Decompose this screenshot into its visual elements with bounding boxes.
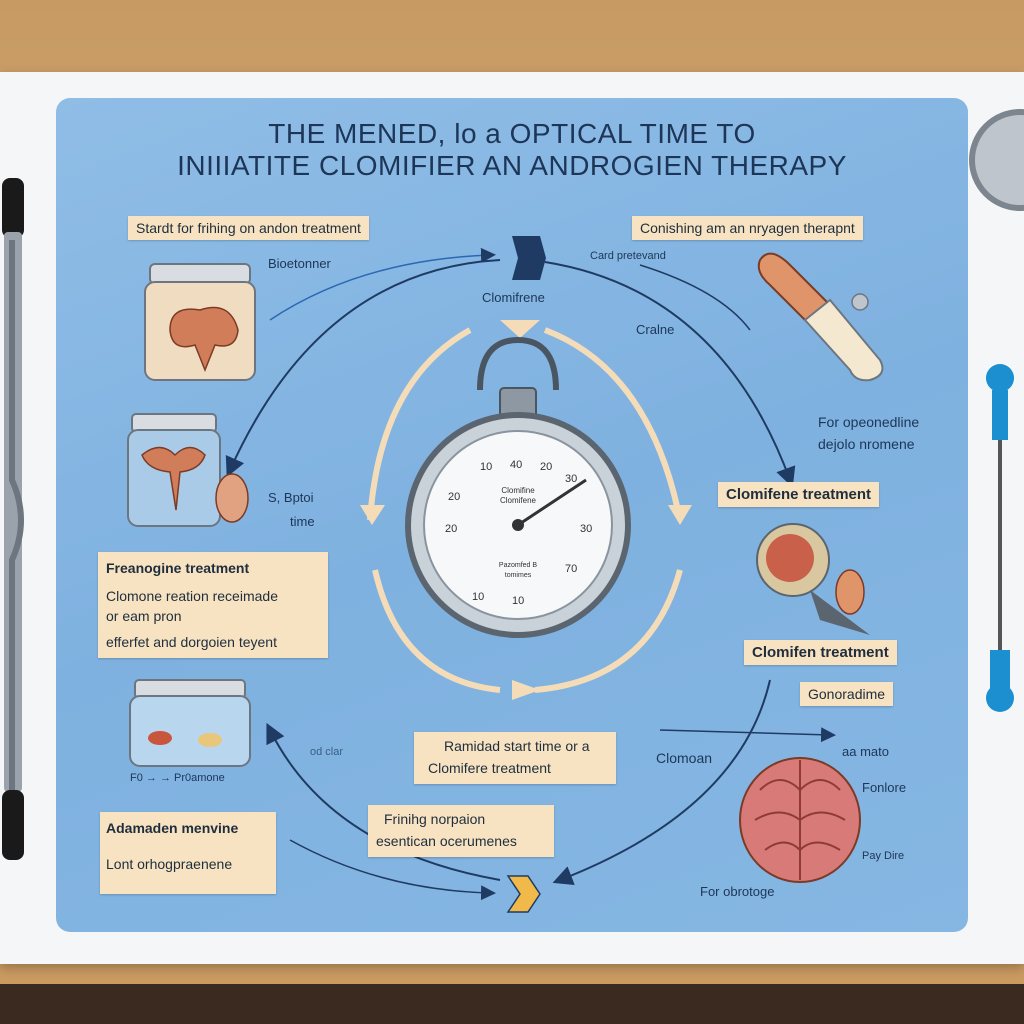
label-clomifen-treatment: Clomifen treatment [744,640,897,665]
testis-organ-icon [756,523,870,635]
chevron-top-icon [512,236,546,280]
label-top-right: Conishing am an nryagen therapnt [632,216,863,240]
desk-edge [0,984,1024,1024]
chevron-bottom-icon [506,875,541,913]
tick-5: 20 [448,491,460,503]
silver-disc [969,109,1024,211]
blue-pin-bottom-icon [986,684,1014,712]
brain-icon [739,757,861,883]
blue-pin-top-icon [986,364,1014,392]
annotation-pay-dire: Pay Dire [862,850,905,862]
center-bottom-line-2: Clomifere treatment [428,760,551,776]
bottom-center-line-2: esentican ocerumenes [376,833,517,849]
clip-top-knob [2,178,24,238]
left-info-box: Freanogine treatment Clomone reation rec… [98,552,328,658]
annotation-sp-time-1: S, Bptoi [268,490,314,505]
jar-uterus-icon [144,263,256,381]
annotation-clomifrene: Clomifrene [482,290,545,305]
stopwatch-text-1: Clomifine [501,486,535,495]
annotation-aa-mato: aa mato [842,744,889,759]
stopwatch-text-2: Clomifene [500,496,537,505]
tick-3: 20 [540,461,552,473]
annotation-dejolo: dejolo nromene [818,436,915,452]
clip-wire [9,240,24,790]
annotation-sp-time-2: time [290,514,315,529]
annotation-bioetonner: Bioetonner [268,256,331,271]
stopwatch-text-4: tomimes [505,572,532,579]
title-line-2: INIIIATITE CLOMIFIER AN ANDROGIEN THERAP… [177,150,847,181]
title-line-1: THE MENED, lo a OPTICAL TIME TO [268,118,756,149]
arrow-outer-right [544,261,796,488]
bottom-center-line-1: Frinihg norpaion [384,811,486,827]
tick-6: 30 [580,523,592,535]
annotation-fonlore: Fonlore [862,780,907,795]
arrow-inner-top-left [367,327,472,521]
annotation-card-pretevand: Card pretevand [590,250,666,262]
left-box-title: Freanogine treatment [106,560,250,576]
label-center-bottom: Ramidad start time or a Clomifere treatm… [414,732,616,784]
jar-pills-icon [129,679,251,767]
stopwatch-ring [477,336,559,391]
annotation-jar-caption: F0 → → Pr0amone [130,772,225,784]
dropper-icon [757,252,884,382]
clip-bar [4,232,22,792]
tick-2: 40 [510,459,522,471]
arrow-outer-bottom-right [552,679,771,885]
arrow-inner-bottom-left [372,569,501,693]
center-bottom-line-1: Ramidad start time or a [444,738,590,754]
arrow-outer-left [225,259,501,478]
annotation-cralne: Cralne [636,322,675,337]
bottom-left-box-line-1: Lont orhogpraenene [106,856,233,872]
annotation-for-obrotoge: For obrotoge [700,884,775,899]
tick-9: 10 [472,591,484,603]
stopwatch-text-3: Pazomfed B [499,562,537,569]
label-top-left: Stardt for frihing on andon treatment [128,216,369,240]
tick-4: 30 [565,473,577,485]
stopwatch-hand [517,478,587,527]
jar-organ-icon [127,413,249,527]
label-gonoradime: Gonoradime [800,682,894,706]
label-bottom-center: Frinihg norpaion esentican ocerumenes [368,805,554,857]
bottom-left-box-title: Adamaden menvine [106,820,239,836]
arrow-inner-bottom-right [534,569,683,693]
bottom-left-info-box: Adamaden menvine Lont orhogpraenene [100,812,276,894]
annotation-for-opeonedline: For opeonedline [818,414,920,430]
left-box-line-2: or eam pron [106,608,182,624]
annotation-clomoan: Clomoan [656,750,713,766]
tick-1: 10 [480,461,492,473]
left-box-line-1: Clomone reation receimade [106,588,278,604]
tick-10: 10 [512,595,524,607]
tick-8: 20 [445,523,457,535]
arrow-inner-top-right [543,327,683,521]
left-box-line-3: efferfet and dorgoien teyent [106,634,277,650]
arrow-outer-bottom-left [266,722,501,881]
label-clomifene-treatment: Clomifene treatment [718,482,880,507]
tick-7: 70 [565,563,577,575]
annotation-od-clar: od clar [310,746,344,758]
clip-bottom-knob [2,790,24,860]
